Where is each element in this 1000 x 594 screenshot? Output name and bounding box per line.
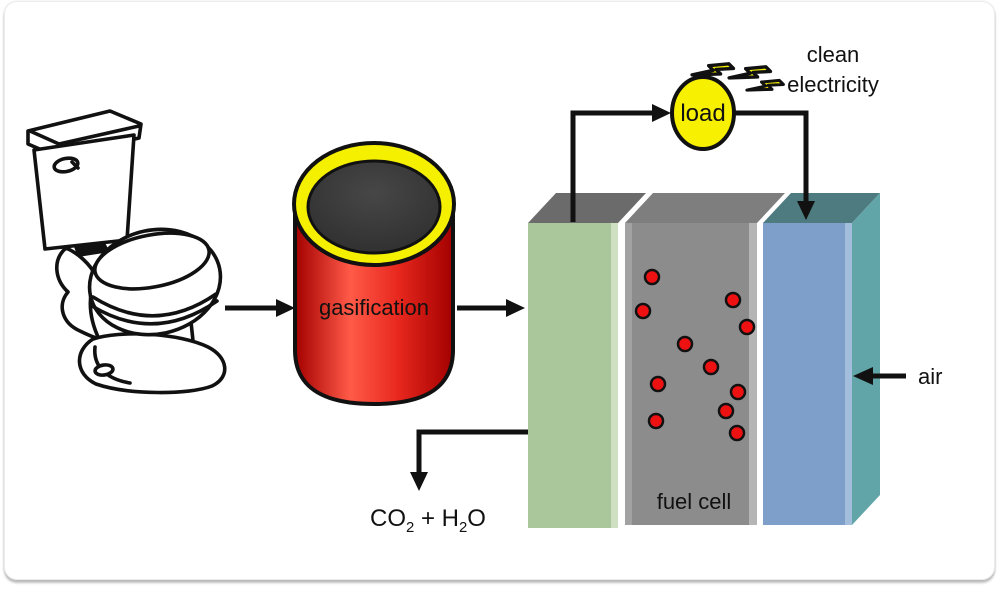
arrowhead-icon: [853, 367, 873, 385]
gas-particle: [634, 302, 652, 320]
electricity-sparks: [690, 62, 785, 92]
toilet-seat-lid: [93, 231, 211, 291]
toilet-seat-rim2: [90, 299, 219, 326]
gasification-label: gasification: [318, 295, 430, 320]
gas-particle: [729, 383, 747, 401]
toilet-tank: [32, 133, 136, 251]
gas-particle: [724, 291, 742, 309]
gas-particles: [634, 268, 756, 442]
arrowhead-icon: [797, 201, 815, 220]
load-label: load: [680, 100, 726, 127]
gas-particle: [643, 268, 661, 286]
electrolyte-edge-right: [749, 223, 757, 525]
fuel-cell-stack: [528, 193, 880, 528]
exhaust-plus-h: + H: [414, 505, 460, 532]
gas-particle: [676, 335, 694, 353]
gas-particle: [647, 412, 665, 430]
fuel-cell-label: fuel cell: [656, 489, 732, 514]
gas-particle: [728, 424, 746, 442]
cathode-edge-highlight: [845, 223, 852, 525]
exhaust-co: CO: [370, 505, 407, 532]
fuel-cell-anode-slab: [528, 223, 618, 528]
anode-edge-highlight: [611, 223, 618, 528]
toilet-icon: [26, 109, 227, 395]
exhaust-sub2: 2: [459, 519, 468, 536]
arrow-toilet-to-gasifier: [225, 299, 295, 317]
arrowhead-icon: [506, 299, 525, 317]
electrolyte-edge-left: [625, 223, 632, 525]
gasifier-vessel: [292, 141, 456, 407]
gas-particle: [649, 375, 667, 393]
toilet-boltcap-icon: [93, 363, 115, 377]
load-node: [670, 75, 736, 151]
lightning-bolt-icon: [690, 62, 736, 77]
air-label: air: [918, 364, 943, 389]
exhaust-sub1: 2: [406, 519, 415, 536]
anode-top-face: [528, 193, 646, 223]
lightning-bolt-icon: [745, 78, 785, 92]
exhaust-pipe-arrow: [410, 429, 528, 491]
arrowhead-icon: [276, 299, 295, 317]
cathode-side-face: [852, 193, 880, 525]
toilet-seat-rim1: [91, 292, 218, 318]
gasifier-opening: [306, 159, 442, 255]
gas-particle: [738, 318, 756, 336]
wire-anode-to-load: [570, 104, 671, 222]
arrowhead-icon: [410, 472, 428, 491]
toilet-shadow: [74, 241, 110, 257]
cathode-top-face: [763, 193, 880, 223]
exhaust-o: O: [467, 505, 486, 532]
electrolyte-top-face: [625, 193, 785, 223]
fuel-cell-electrolyte-slab: [625, 223, 757, 525]
gas-particle: [717, 402, 735, 420]
arrow-gasifier-to-fuelcell: [457, 299, 525, 317]
air-arrow: [853, 367, 906, 385]
toilet-handle-stem: [70, 160, 80, 170]
toilet-base: [77, 332, 227, 395]
gas-particle: [702, 358, 720, 376]
clean-electricity-label: clean electricity: [787, 40, 879, 100]
fuel-cell-cathode-slab: [763, 223, 852, 525]
exhaust-label: CO2 + H2O: [370, 505, 486, 536]
arrowhead-icon: [652, 104, 671, 122]
wire-load-to-cathode: [735, 110, 815, 220]
clean-electricity-line2: electricity: [787, 72, 879, 97]
clean-electricity-line1: clean: [806, 42, 860, 67]
lightning-bolt-icon: [727, 65, 773, 80]
